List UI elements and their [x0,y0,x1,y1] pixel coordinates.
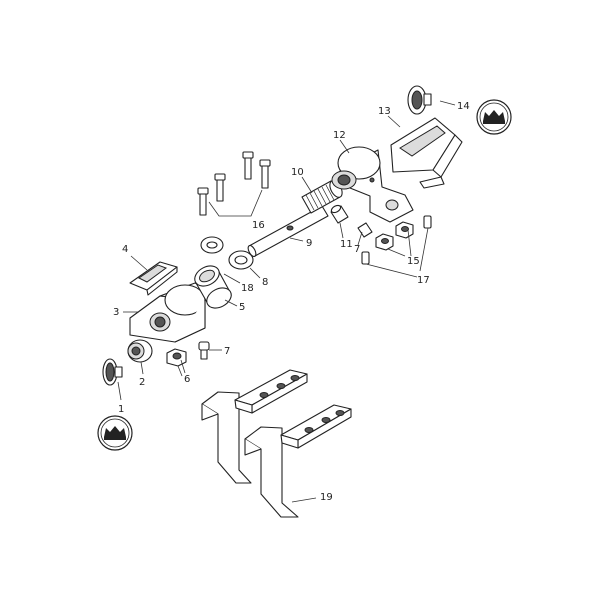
part-6-nut-icon [166,348,187,367]
part-13-cover-plate-icon [390,117,463,189]
callout-7-left: 7 [224,346,230,357]
part-3-hinge-body-icon [129,282,211,343]
logo-badge-bottom-icon [97,415,133,451]
part-19-bracket-right-icon [244,404,352,518]
part-16-bolt-set-icon [197,151,271,217]
part-12-upper-hinge-body-icon [331,146,414,223]
part-17-grub-screw-icon [361,215,432,265]
callout-15: 15 [407,256,420,267]
callout-16: 16 [252,220,265,231]
callout-6: 6 [184,374,190,385]
part-5-bushing-icon [194,265,232,309]
callout-14: 14 [457,101,470,112]
callout-4: 4 [122,244,128,255]
part-9-hinge-pin-icon [247,205,329,258]
callout-2: 2 [139,377,145,388]
part-7-screw-right-icon [357,222,373,238]
part-14-end-cap-icon [407,85,432,115]
callout-7-right: 7 [354,244,360,255]
part-8-washer-icon [228,250,254,270]
callout-13: 13 [378,106,391,117]
callout-3: 3 [113,307,119,318]
callout-18: 18 [241,283,254,294]
callout-5: 5 [239,302,245,313]
callout-1: 1 [118,404,124,415]
part-18-washer-icon [200,236,224,254]
leader-lines [117,100,456,503]
part-2-cap-icon [127,339,153,363]
callout-11: 11 [340,239,353,250]
part-1-end-cap-icon [102,358,123,386]
callout-10: 10 [291,167,304,178]
part-19-bracket-left-icon [201,369,308,484]
callout-labels: 1 2 3 4 5 6 7 7 8 9 10 11 12 13 14 15 16… [113,101,470,503]
part-4-slide-plate-icon [129,261,178,296]
part-11-dowel-pin-icon [330,204,349,224]
callout-19: 19 [320,492,333,503]
logo-badge-top-icon [476,99,512,135]
callout-12: 12 [333,130,346,141]
callout-17: 17 [417,275,430,286]
callout-9: 9 [306,238,312,249]
part-7-screw-left-icon [198,341,210,360]
part-15-nut-icon [375,221,414,251]
callout-8: 8 [262,277,268,288]
